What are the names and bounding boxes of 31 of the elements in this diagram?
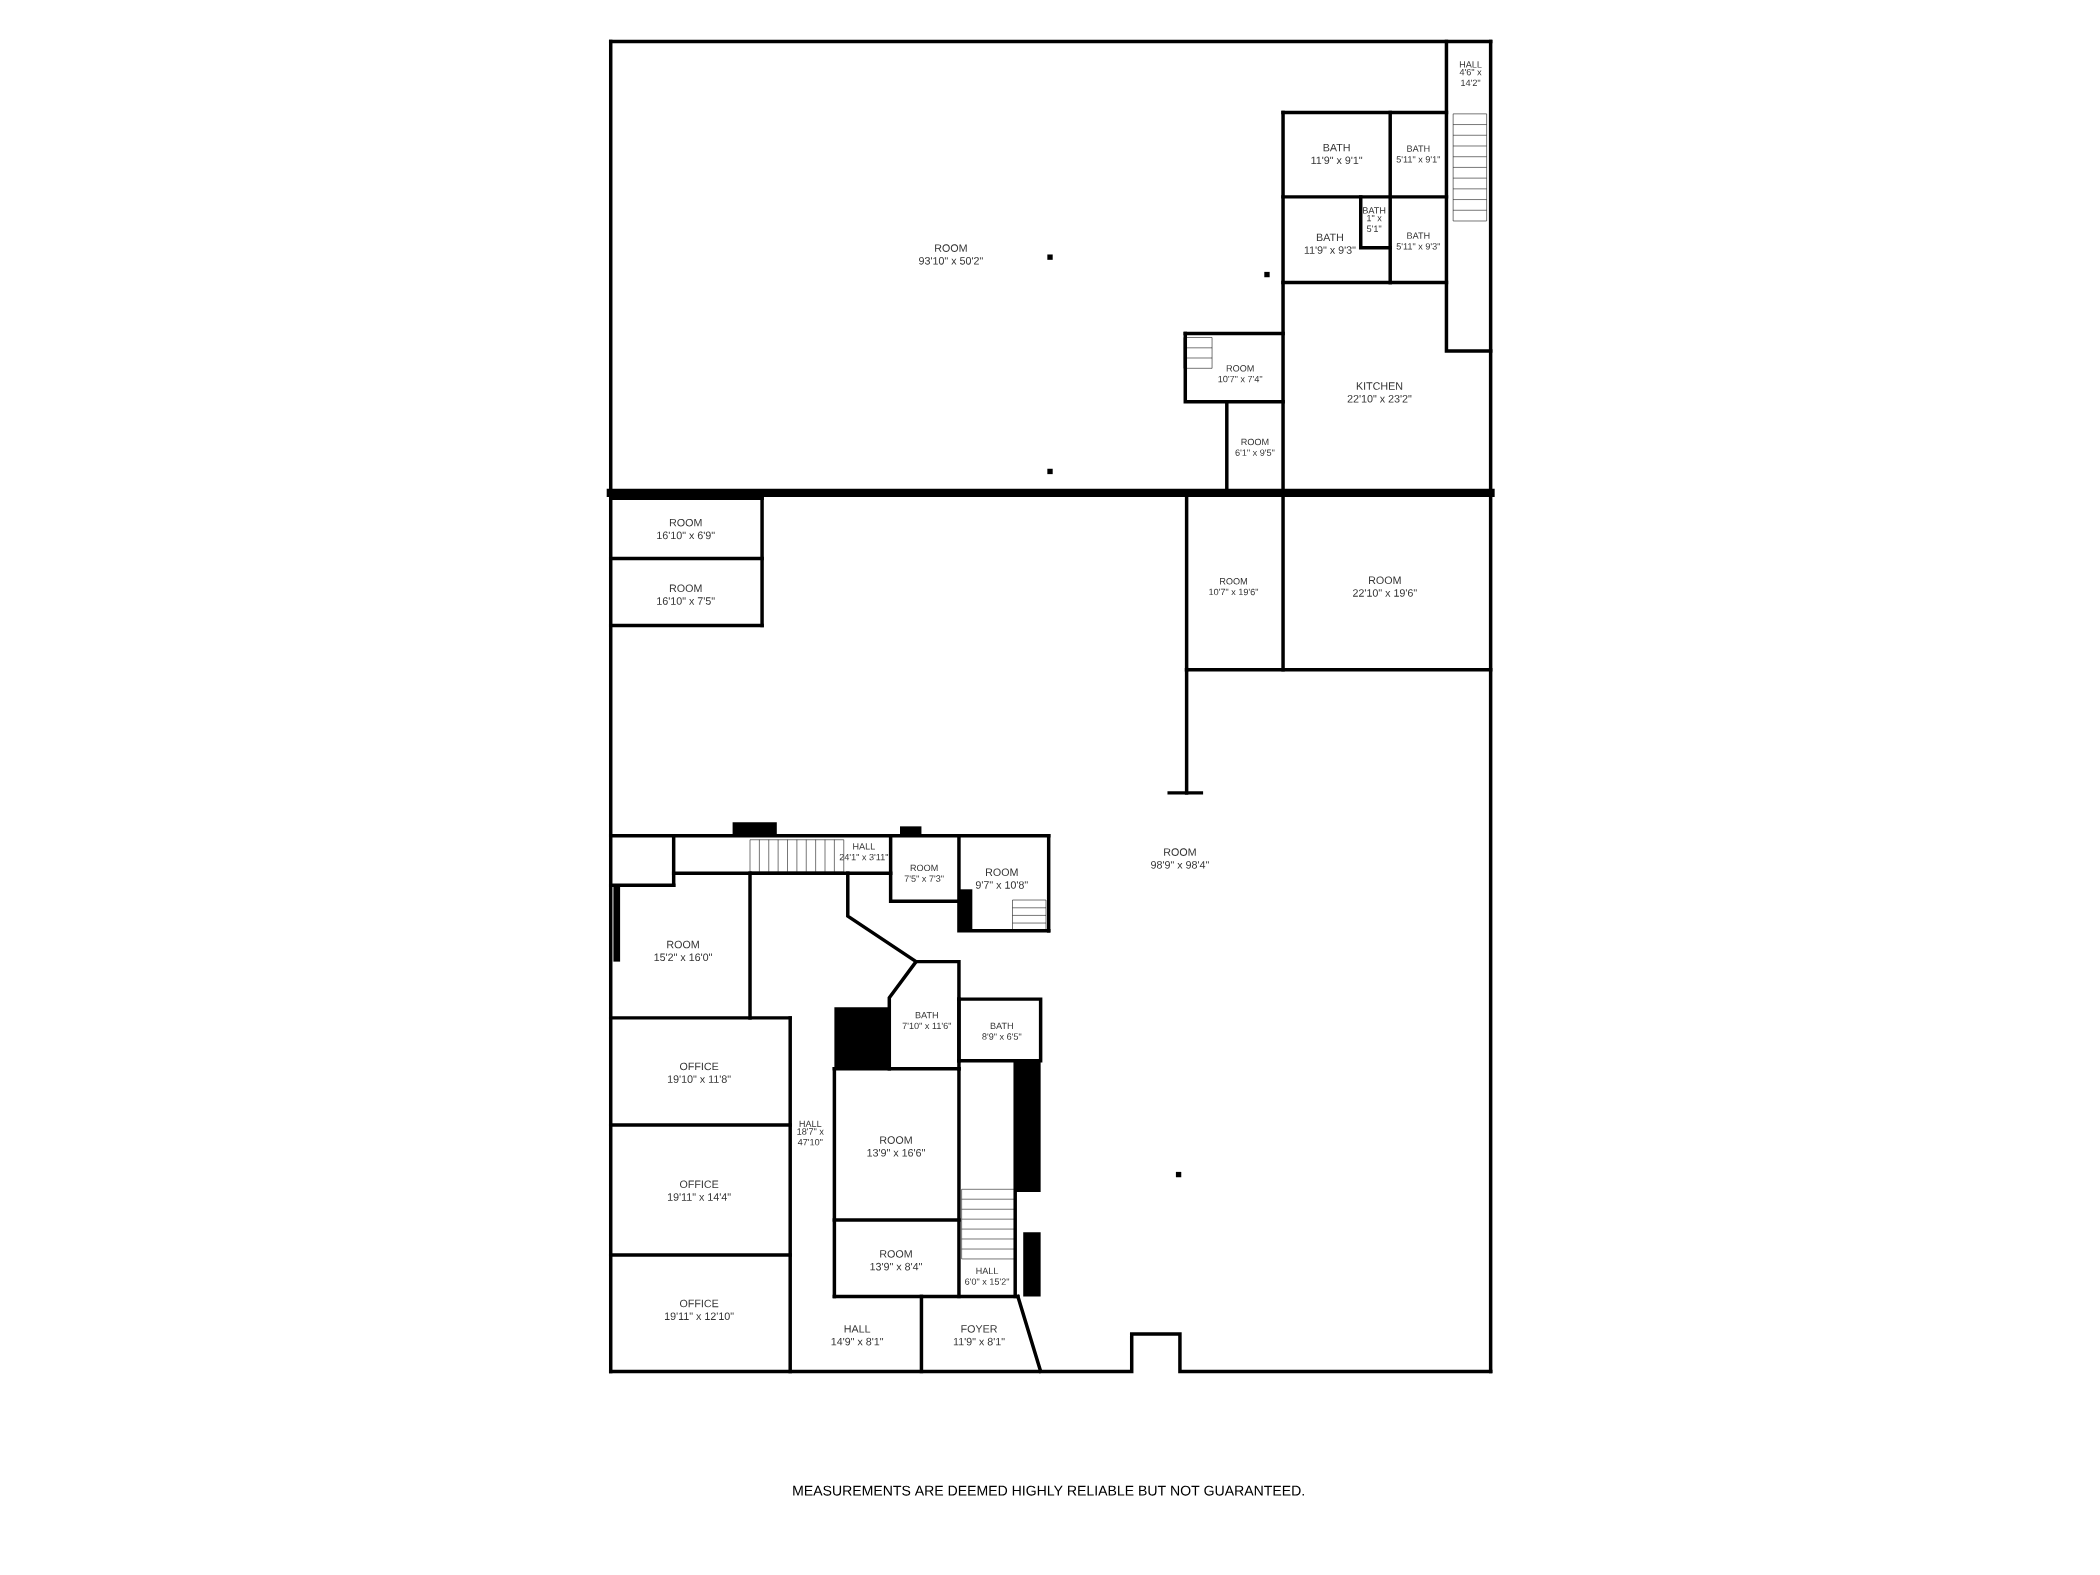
room-label: BATH 5'11" x 9'1" — [1396, 145, 1441, 163]
room-label: HALL 18'7" x 47'10" — [797, 1120, 824, 1146]
room-label: BATH 11'9" x 9'3" — [1304, 233, 1356, 254]
room-label: ROOM 16'10" x 7'5" — [657, 584, 715, 605]
room-label: ROOM 7'5" x 7'3" — [904, 864, 944, 882]
room-label: HALL 24'1" x 3'11" — [839, 843, 889, 861]
room-label: BATH 8'9" x 6'5" — [982, 1022, 1022, 1040]
room-label: OFFICE 19'11" x 14'4" — [667, 1180, 731, 1201]
room-label: ROOM 93'10" x 50'2" — [919, 244, 983, 265]
room-label: ROOM 98'9" x 98'4" — [1151, 848, 1209, 869]
room-label: ROOM 10'7" x 7'4" — [1218, 365, 1263, 383]
disclaimer-text: MEASUREMENTS ARE DEEMED HIGHLY RELIABLE BUT NOT GUARANTEED. — [793, 1485, 1304, 1496]
room-label: KITCHEN 22'10" x 23'2" — [1347, 382, 1412, 403]
room-label: HALL 14'9" x 8'1" — [831, 1325, 884, 1346]
room-label: ROOM 15'2" x 16'0" — [654, 940, 712, 962]
room-label: BATH 5'11" x 9'3" — [1396, 232, 1441, 250]
room-label: ROOM 13'9" x 8'4" — [870, 1250, 922, 1271]
room-label: ROOM 6'1" x 9'5" — [1235, 438, 1275, 456]
room-label: HALL 6'0" x 15'2" — [965, 1267, 1010, 1285]
room-label: BATH 11'9" x 9'1" — [1311, 143, 1363, 165]
room-label: OFFICE 19'10" x 11'8" — [667, 1062, 731, 1083]
room-label: ROOM 9'7" x 10'8" — [975, 868, 1028, 889]
room-label: BATH 1" x 5'1" — [1363, 207, 1386, 232]
room-label: ROOM 10'7" x 19'6" — [1209, 578, 1259, 596]
room-label: BATH 7'10" x 11'6" — [902, 1012, 952, 1030]
room-label: OFFICE 19'11" x 12'10" — [665, 1299, 734, 1320]
room-label: ROOM 16'10" x 6'9" — [657, 518, 715, 540]
room-label: ROOM 22'10" x 19'6" — [1353, 576, 1417, 597]
room-label: HALL 4'6" x 14'2" — [1459, 61, 1482, 86]
room-label: FOYER 11'9" x 8'1" — [953, 1325, 1005, 1346]
room-label: ROOM 13'9" x 16'6" — [867, 1136, 925, 1157]
